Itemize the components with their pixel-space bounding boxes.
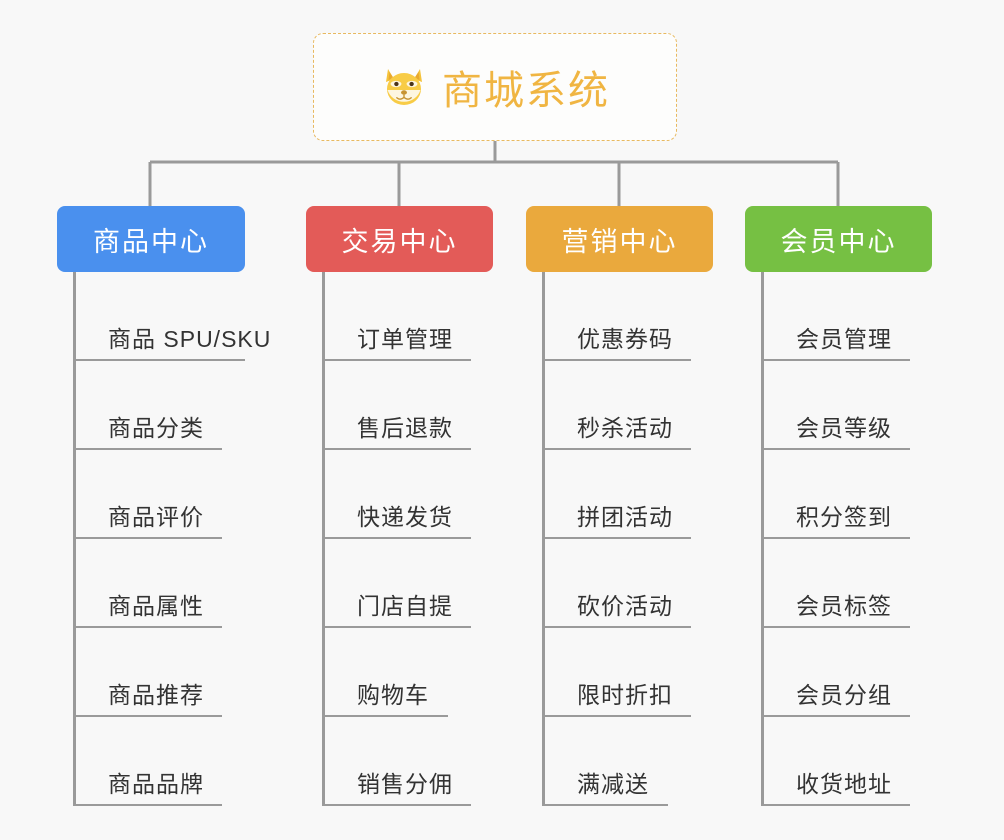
leaf-item[interactable]: 拼团活动 <box>542 450 713 539</box>
branch-column-product-center: 商品中心商品 SPU/SKU 商品分类商品评价商品属性商品推荐商品品牌 <box>57 206 270 806</box>
leaf-item-rule <box>322 715 448 717</box>
leaf-item-label: 快递发货 <box>357 504 453 530</box>
leaf-item-rule <box>542 626 691 628</box>
leaf-item-label: 收货地址 <box>796 771 892 797</box>
leaf-item[interactable]: 商品 SPU/SKU <box>73 272 270 361</box>
root-node-label: 商城系统 <box>442 69 610 113</box>
leaf-item-rule <box>322 804 471 806</box>
leaf-item-rule <box>73 626 222 628</box>
leaf-item-rule <box>322 626 471 628</box>
leaf-item-label: 会员分组 <box>796 682 892 708</box>
leaf-item-rule <box>542 804 668 806</box>
leaf-item[interactable]: 会员管理 <box>761 272 932 361</box>
leaf-item-rule <box>761 537 910 539</box>
column-spine-trade-center <box>322 272 325 806</box>
item-list-product-center: 商品 SPU/SKU 商品分类商品评价商品属性商品推荐商品品牌 <box>57 272 270 806</box>
category-header-label: 交易中心 <box>341 226 458 257</box>
leaf-item[interactable]: 销售分佣 <box>322 717 493 806</box>
leaf-item-rule <box>73 537 222 539</box>
shiba-dog-face-icon <box>380 63 428 111</box>
leaf-item-rule <box>73 804 222 806</box>
category-header-label: 营销中心 <box>561 226 678 257</box>
leaf-item-rule <box>761 715 910 717</box>
category-header-label: 会员中心 <box>780 226 897 257</box>
branch-column-member-center: 会员中心会员管理会员等级积分签到会员标签会员分组收货地址 <box>745 206 932 806</box>
leaf-item-label: 商品评价 <box>108 504 204 530</box>
leaf-item-label: 商品 SPU/SKU <box>108 326 272 352</box>
leaf-item-rule <box>542 715 691 717</box>
leaf-item-rule <box>73 359 245 361</box>
leaf-item[interactable]: 商品分类 <box>73 361 245 450</box>
leaf-item-label: 商品分类 <box>108 415 204 441</box>
leaf-item[interactable]: 会员分组 <box>761 628 932 717</box>
leaf-item-label: 砍价活动 <box>577 593 673 619</box>
leaf-item-label: 满减送 <box>577 771 649 797</box>
leaf-item-label: 积分签到 <box>796 504 892 530</box>
leaf-item[interactable]: 优惠券码 <box>542 272 713 361</box>
leaf-item[interactable]: 商品属性 <box>73 539 245 628</box>
leaf-item[interactable]: 快递发货 <box>322 450 493 539</box>
leaf-item-label: 限时折扣 <box>577 682 673 708</box>
leaf-item-label: 优惠券码 <box>577 326 673 352</box>
leaf-item[interactable]: 商品品牌 <box>73 717 245 806</box>
leaf-item-rule <box>542 537 691 539</box>
leaf-item-label: 拼团活动 <box>577 504 673 530</box>
leaf-item[interactable]: 订单管理 <box>322 272 493 361</box>
leaf-item-label: 会员管理 <box>796 326 892 352</box>
leaf-item-label: 商品品牌 <box>108 771 204 797</box>
category-header-trade-center[interactable]: 交易中心 <box>306 206 493 272</box>
column-spine-product-center <box>73 272 76 806</box>
leaf-item[interactable]: 积分签到 <box>761 450 932 539</box>
leaf-item-label: 秒杀活动 <box>577 415 673 441</box>
column-spine-marketing-center <box>542 272 545 806</box>
leaf-item[interactable]: 购物车 <box>322 628 493 717</box>
leaf-item-rule <box>761 359 910 361</box>
leaf-item[interactable]: 限时折扣 <box>542 628 713 717</box>
root-node-shop-system[interactable]: 商城系统 <box>313 33 677 141</box>
leaf-item-label: 会员等级 <box>796 415 892 441</box>
leaf-item-rule <box>761 626 910 628</box>
leaf-item-rule <box>761 804 910 806</box>
leaf-item[interactable]: 收货地址 <box>761 717 932 806</box>
leaf-item[interactable]: 会员标签 <box>761 539 932 628</box>
item-list-trade-center: 订单管理售后退款快递发货门店自提购物车销售分佣 <box>306 272 493 806</box>
leaf-item-rule <box>73 715 222 717</box>
leaf-item[interactable]: 满减送 <box>542 717 713 806</box>
leaf-item-rule <box>322 537 471 539</box>
category-header-label: 商品中心 <box>93 226 209 257</box>
category-header-marketing-center[interactable]: 营销中心 <box>526 206 713 272</box>
leaf-item-label: 售后退款 <box>357 415 453 441</box>
leaf-item-label: 购物车 <box>357 682 429 708</box>
branch-column-marketing-center: 营销中心优惠券码秒杀活动拼团活动砍价活动限时折扣满减送 <box>526 206 713 806</box>
leaf-item[interactable]: 秒杀活动 <box>542 361 713 450</box>
leaf-item-label: 订单管理 <box>357 326 453 352</box>
leaf-item-rule <box>73 448 222 450</box>
leaf-item[interactable]: 会员等级 <box>761 361 932 450</box>
category-header-member-center[interactable]: 会员中心 <box>745 206 932 272</box>
leaf-item-rule <box>761 448 910 450</box>
branch-column-trade-center: 交易中心订单管理售后退款快递发货门店自提购物车销售分佣 <box>306 206 493 806</box>
leaf-item[interactable]: 门店自提 <box>322 539 493 628</box>
leaf-item-rule <box>542 359 691 361</box>
leaf-item-rule <box>322 359 471 361</box>
leaf-item-label: 销售分佣 <box>357 771 453 797</box>
item-list-member-center: 会员管理会员等级积分签到会员标签会员分组收货地址 <box>745 272 932 806</box>
leaf-item-rule <box>542 448 691 450</box>
leaf-item[interactable]: 商品推荐 <box>73 628 245 717</box>
leaf-item[interactable]: 砍价活动 <box>542 539 713 628</box>
leaf-item-label: 商品属性 <box>108 593 204 619</box>
leaf-item-rule <box>322 448 471 450</box>
leaf-item-label: 会员标签 <box>796 593 892 619</box>
leaf-item-label: 门店自提 <box>357 593 453 619</box>
leaf-item[interactable]: 商品评价 <box>73 450 245 539</box>
column-spine-member-center <box>761 272 764 806</box>
leaf-item[interactable]: 售后退款 <box>322 361 493 450</box>
category-header-product-center[interactable]: 商品中心 <box>57 206 245 272</box>
leaf-item-label: 商品推荐 <box>108 682 204 708</box>
item-list-marketing-center: 优惠券码秒杀活动拼团活动砍价活动限时折扣满减送 <box>526 272 713 806</box>
